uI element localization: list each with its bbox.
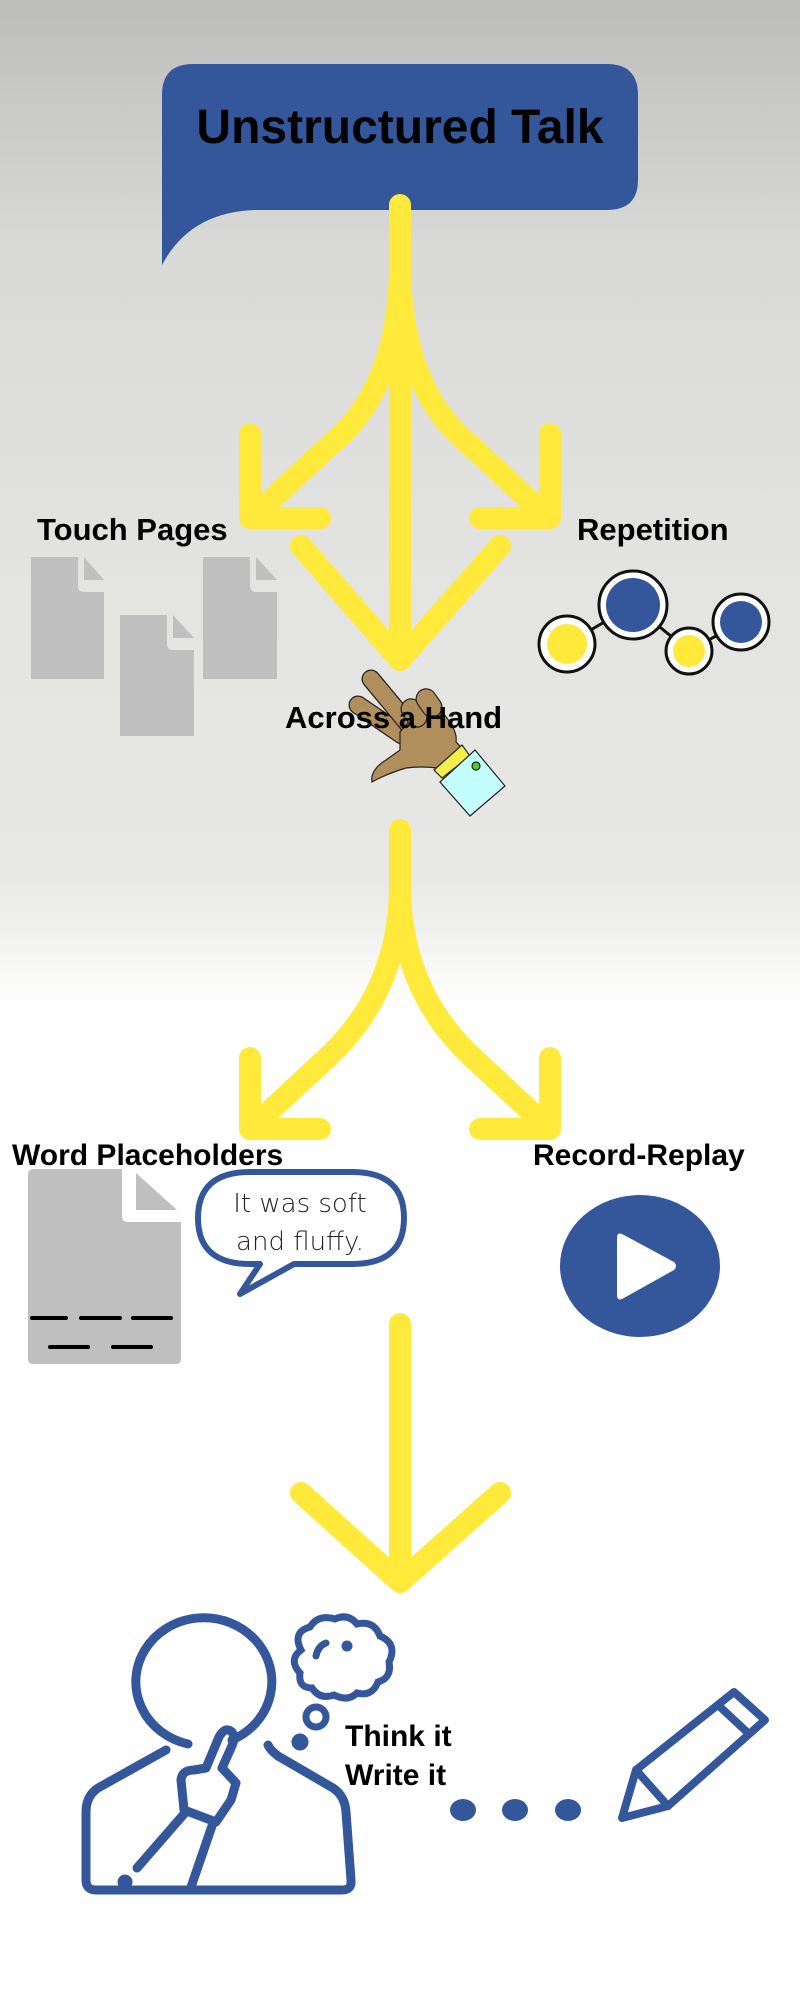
- head: [131, 1613, 277, 1749]
- play-button-icon: [560, 1195, 720, 1337]
- thought-cloud-icon: [290, 1613, 396, 1751]
- label-touch-pages: Touch Pages: [37, 512, 228, 547]
- speech-line-1: It was soft: [233, 1189, 367, 1219]
- arrowhead-right: [469, 1047, 561, 1140]
- label-word-placeholders: Word Placeholders: [12, 1139, 284, 1172]
- arrowhead-left: [239, 423, 331, 529]
- page-icon: [120, 615, 194, 736]
- repetition-circles-icon: [537, 569, 771, 676]
- arrowhead-left: [239, 1047, 331, 1140]
- arm: [132, 1809, 189, 1873]
- placeholder-dashes: [30, 1316, 173, 1349]
- label-repetition: Repetition: [577, 512, 729, 547]
- down-arrow: [290, 1313, 511, 1593]
- title-speech-box: [162, 64, 638, 265]
- speech-bubble: [195, 1169, 407, 1297]
- page-icon: [203, 557, 277, 679]
- arrow-curve-left: [247, 879, 411, 1133]
- speech-bubble-text: It was soft and fluffy.: [200, 1185, 400, 1261]
- speech-line-2: and fluffy.: [236, 1227, 364, 1257]
- thinking-person-icon: [81, 1613, 356, 1895]
- placeholder-document-icon: [28, 1169, 181, 1364]
- hand: [176, 1725, 241, 1827]
- arrow-curve-right: [389, 879, 553, 1133]
- pencil-icon: [618, 1688, 769, 1822]
- arrow-curve-left: [247, 259, 411, 523]
- arrow-curve-right: [389, 259, 553, 523]
- page-title: Unstructured Talk: [196, 101, 604, 154]
- arrowhead-right: [469, 423, 561, 529]
- label-across-a-hand: Across a Hand: [285, 700, 503, 735]
- pages-icon: [31, 557, 277, 736]
- label-write-it: Write it: [345, 1759, 447, 1792]
- page-icon: [31, 557, 104, 679]
- body: [81, 1740, 356, 1895]
- arrowhead-center: [290, 535, 511, 671]
- label-record-replay: Record-Replay: [533, 1139, 745, 1172]
- label-think-it: Think it: [345, 1720, 452, 1753]
- ellipsis-dots: [450, 1799, 581, 1821]
- peace-hand-icon: [348, 669, 506, 817]
- sleeve: [185, 1818, 218, 1895]
- two-way-arrow: [239, 819, 561, 1140]
- three-way-arrow: [239, 194, 561, 671]
